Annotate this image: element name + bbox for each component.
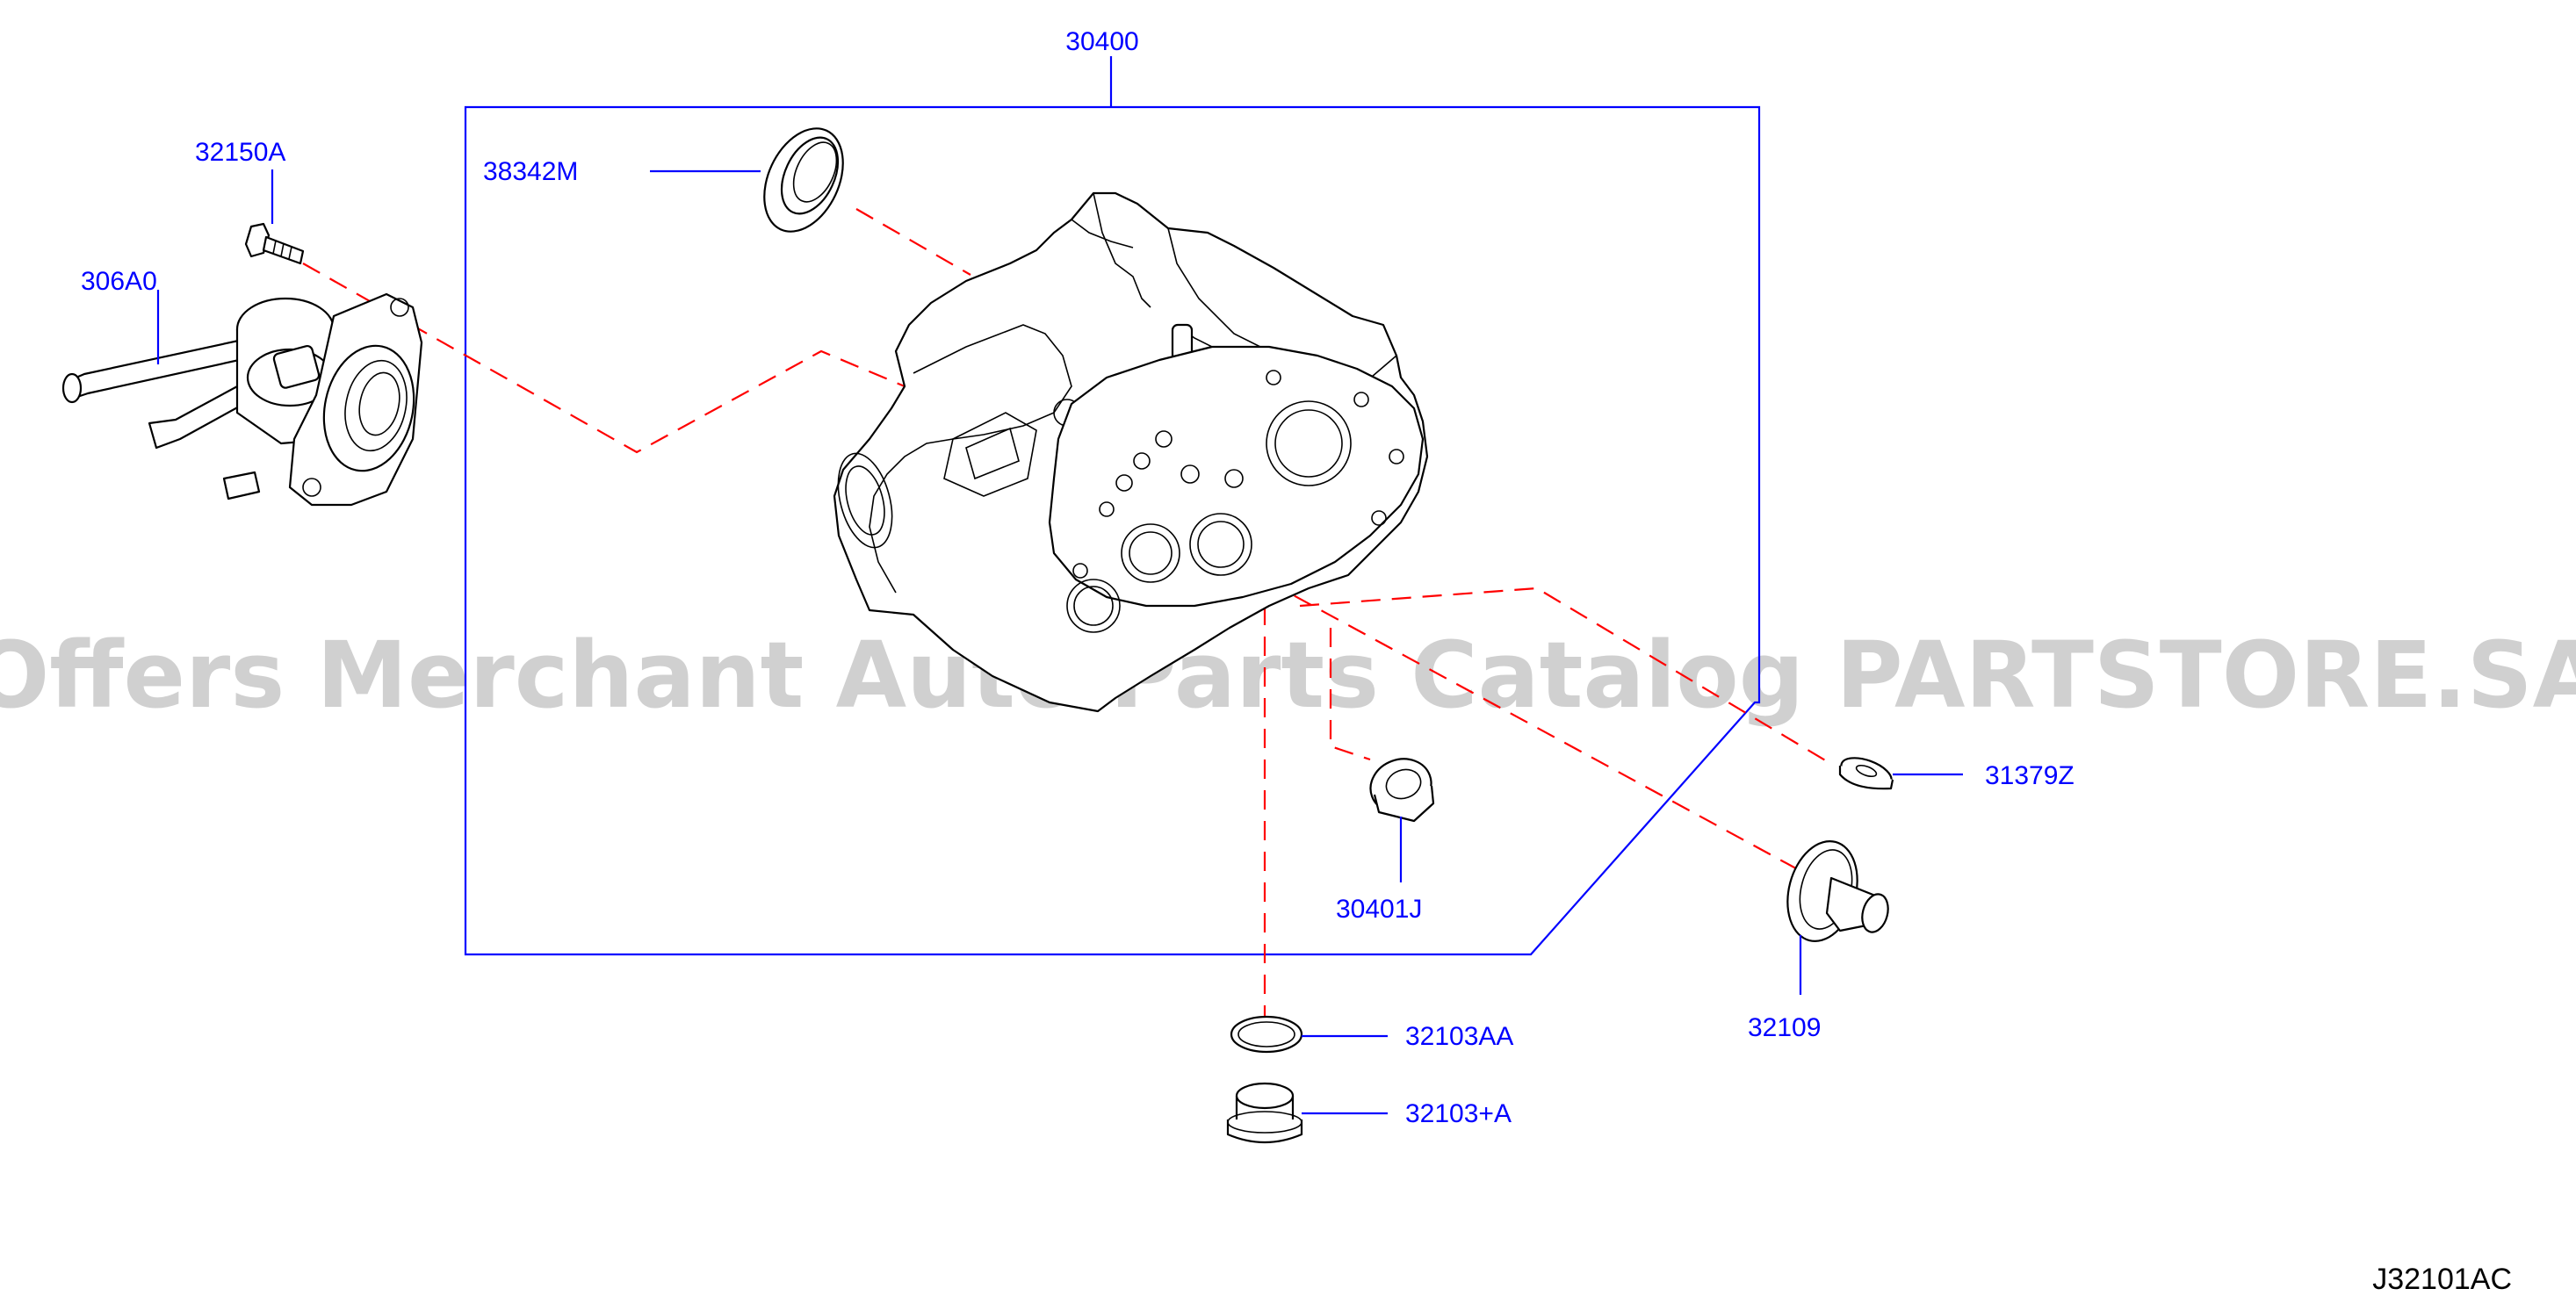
label-32150a[interactable]: 32150A xyxy=(195,138,285,167)
watermark: Offers Merchant Auto Parts Catalog PARTS… xyxy=(0,622,2576,729)
o-ring-32103aa xyxy=(1230,1015,1303,1054)
label-32109[interactable]: 32109 xyxy=(1748,1013,1821,1042)
assembly-frame xyxy=(464,56,1761,956)
washer-31379z xyxy=(1838,757,1894,790)
plug-32109 xyxy=(1786,840,1889,942)
seal-30401j xyxy=(1369,758,1435,823)
label-31379z[interactable]: 31379Z xyxy=(1985,761,2075,790)
label-38342m[interactable]: 38342M xyxy=(483,157,578,186)
drain-plug-32103a xyxy=(1226,1082,1303,1144)
diagram-code: J32101AC xyxy=(2372,1263,2512,1296)
label-30401j[interactable]: 30401J xyxy=(1336,895,1422,924)
slave-cylinder-306a0 xyxy=(61,292,423,507)
label-30400[interactable]: 30400 xyxy=(1065,27,1138,56)
bolt-32150a xyxy=(244,222,305,265)
transaxle-case xyxy=(833,191,1429,713)
leader-lines xyxy=(156,169,1963,1115)
label-32103aa[interactable]: 32103AA xyxy=(1405,1022,1513,1051)
oil-seal-38342m xyxy=(763,127,844,233)
label-306a0[interactable]: 306A0 xyxy=(81,267,157,296)
label-32103a[interactable]: 32103+A xyxy=(1405,1099,1512,1128)
